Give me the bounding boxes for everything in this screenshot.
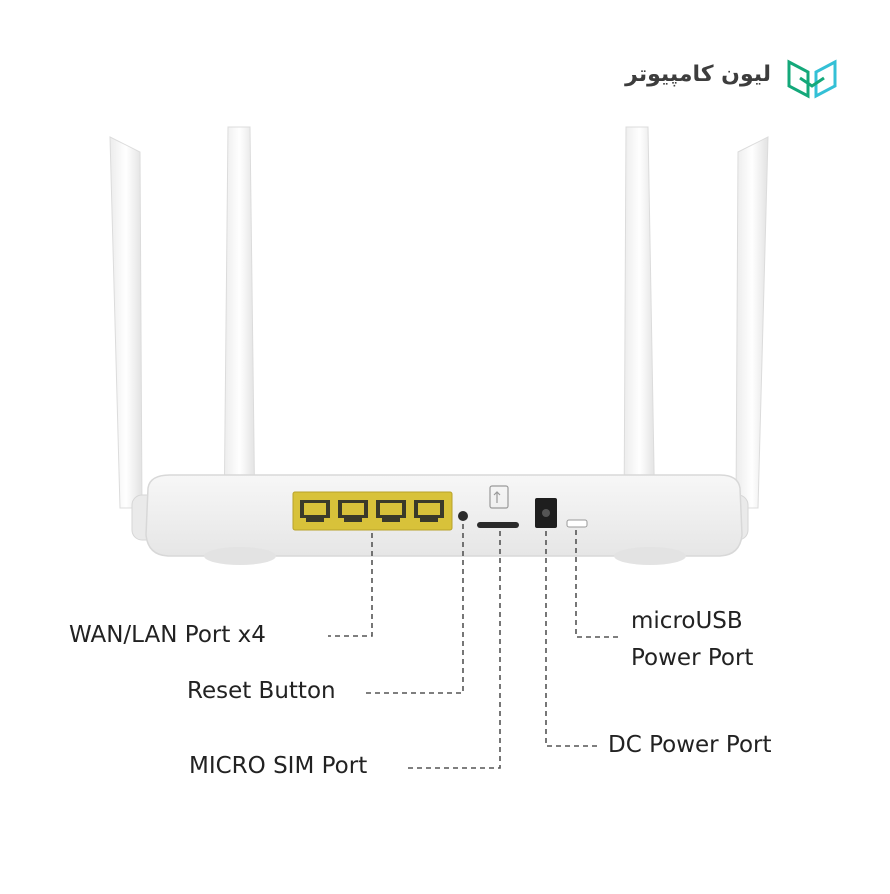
antenna-inner-left [223, 126, 256, 526]
wan-lan-label: WAN/LAN Port x4 [69, 622, 266, 648]
microusb-label-line1: microUSB [631, 608, 743, 634]
microusb-port [566, 519, 588, 528]
micro-sim-label: MICRO SIM Port [189, 753, 368, 779]
brand-logo-text: لیون کامپیوتر [625, 62, 771, 87]
reset-hole [458, 511, 468, 521]
dc-power-label: DC Power Port [608, 732, 772, 758]
dc-jack [535, 498, 557, 528]
leader-lines [328, 524, 622, 769]
ethernet-ports [292, 491, 453, 531]
antenna-inner-right [623, 126, 656, 526]
microusb-label-line2: Power Port [631, 645, 754, 671]
reset-button-label: Reset Button [187, 678, 336, 704]
brand-logo-icon [787, 59, 837, 99]
sim-slot [477, 485, 519, 528]
